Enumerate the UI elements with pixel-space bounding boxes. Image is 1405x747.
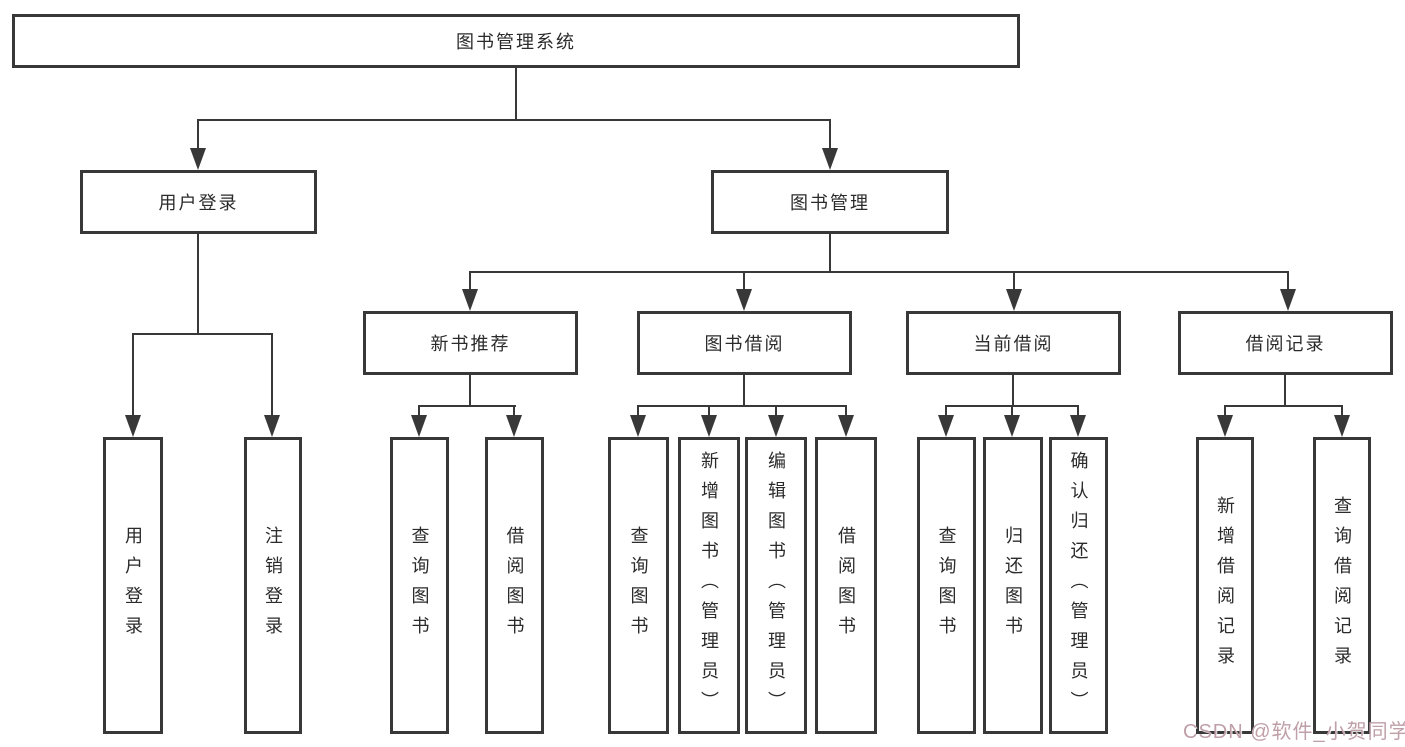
csdn-watermark: CSDN @软件_小贺同学 [1183,721,1405,743]
connector-drop [945,407,947,415]
arrow-down-icon [264,415,280,437]
connector-drop [1011,407,1013,415]
arrow-down-icon [1070,415,1086,437]
leaf-rec-borrow-book: 借阅图书 [485,437,544,734]
node-new-book-recommend: 新书推荐 [363,311,578,375]
leaf-br-query-record: 查询借阅记录 [1313,437,1371,734]
leaf-bb-add-book-admin: 新增图书（管理员） [678,437,740,734]
connector-bar [945,405,1079,407]
node-book-borrow: 图书借阅 [637,311,852,375]
leaf-bb-edit-book-admin: 编辑图书（管理员） [745,437,807,734]
connector-drop [197,121,199,150]
arrow-down-icon [822,148,838,170]
connector-drop [513,407,515,415]
arrow-down-icon [506,415,522,437]
arrow-down-icon [938,415,954,437]
leaf-bb-query-book: 查询图书 [608,437,669,734]
leaf-rec-query-book: 查询图书 [390,437,449,734]
connector-drop [743,273,745,289]
connector-bar [637,405,847,407]
arrow-down-icon [630,415,646,437]
leaf-bb-borrow-book: 借阅图书 [815,437,877,734]
connector-drop [845,407,847,415]
arrow-down-icon [1334,415,1350,437]
arrow-down-icon [1280,289,1296,311]
arrow-down-icon [462,289,478,311]
arrow-down-icon [736,289,752,311]
arrow-down-icon [190,148,206,170]
connector-bar [418,405,516,407]
arrow-down-icon [1004,415,1020,437]
connector-drop [637,407,639,415]
connector-stem [743,375,745,407]
connector-stem [197,234,199,335]
leaf-logout: 注销登录 [244,437,302,734]
connector-drop [132,335,134,417]
connector-drop [271,335,273,417]
node-user-login: 用户登录 [80,170,317,234]
connector-drop [1287,273,1289,289]
leaf-cb-return-book: 归还图书 [983,437,1043,734]
connector-bar [1224,405,1343,407]
arrow-down-icon [411,415,427,437]
connector-drop [1013,273,1015,289]
connector-stem [1012,375,1014,407]
node-library-system: 图书管理系统 [12,14,1020,68]
node-current-borrow: 当前借阅 [906,311,1121,375]
leaf-user-login: 用户登录 [103,437,163,734]
connector-bar [197,119,831,121]
connector-drop [1341,407,1343,415]
connector-drop [775,407,777,415]
connector-stem [1284,375,1286,407]
arrow-down-icon [1217,415,1233,437]
connector-drop [1077,407,1079,415]
connector-stem [829,234,831,273]
connector-drop [1224,407,1226,415]
connector-drop [418,407,420,415]
node-borrow-records: 借阅记录 [1178,311,1393,375]
arrow-down-icon [1006,289,1022,311]
leaf-cb-confirm-return-admin: 确认归还（管理员） [1049,437,1108,734]
connector-drop [708,407,710,415]
arrow-down-icon [768,415,784,437]
arrow-down-icon [701,415,717,437]
connector-bar [469,271,1289,273]
connector-drop [829,121,831,150]
connector-bar [132,333,273,335]
node-book-management: 图书管理 [711,170,949,234]
connector-stem [469,375,471,407]
leaf-cb-query-book: 查询图书 [917,437,976,734]
connector-drop [469,273,471,289]
arrow-down-icon [838,415,854,437]
leaf-br-add-record: 新增借阅记录 [1196,437,1254,734]
connector-stem [515,68,517,121]
arrow-down-icon [125,415,141,437]
